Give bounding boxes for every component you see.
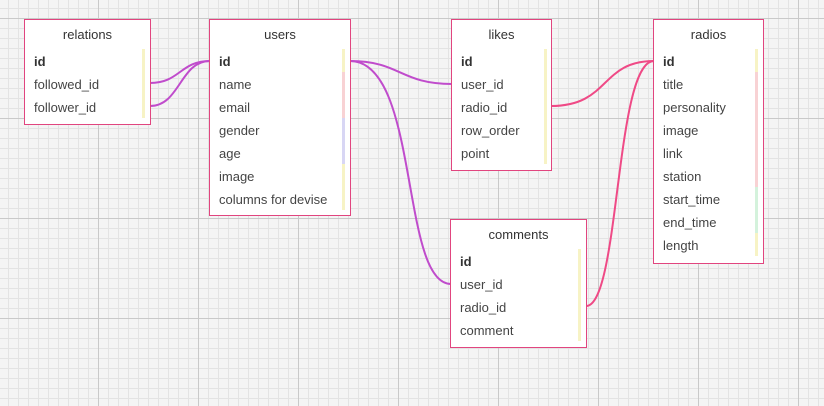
table-title: relations (62, 27, 113, 42)
column-id: id (663, 54, 675, 69)
table-radios[interactable]: radios id title personality image link s… (653, 19, 764, 264)
table-title: users (264, 27, 296, 42)
column-type-bar (342, 72, 345, 118)
column-type-bar (342, 49, 345, 72)
column-title: title (663, 77, 684, 92)
column-type-bar (578, 249, 581, 341)
column-user-id: user_id (460, 277, 503, 292)
column-point: point (461, 146, 490, 161)
column-end-time: end_time (663, 215, 717, 230)
column-radio-id: radio_id (461, 100, 508, 115)
column-image: image (219, 169, 255, 184)
column-comment: comment (460, 323, 514, 338)
column-row-order: row_order (461, 123, 520, 138)
column-radio-id: radio_id (460, 300, 507, 315)
column-type-bar (342, 164, 345, 210)
column-id: id (460, 254, 472, 269)
column-type-bar (142, 49, 145, 118)
link-users-id-to-likes-user-id (349, 60, 453, 85)
column-type-bar (755, 187, 758, 233)
column-length: length (663, 238, 699, 253)
link-likes-radio-id-to-radios-id (550, 60, 655, 107)
column-email: email (219, 100, 251, 115)
table-likes[interactable]: likes id user_id radio_id row_order poin… (451, 19, 552, 171)
link-users-id-to-comments-user-id (349, 60, 452, 285)
column-id: id (219, 54, 231, 69)
column-id: id (461, 54, 473, 69)
table-comments[interactable]: comments id user_id radio_id comment (450, 219, 587, 348)
column-type-bar (544, 49, 547, 164)
column-id: id (34, 54, 46, 69)
link-relations-followed-to-users-id (149, 60, 211, 84)
column-followed-id: followed_id (34, 77, 100, 92)
column-type-bar (755, 49, 758, 72)
column-start-time: start_time (663, 192, 721, 207)
column-type-bar (342, 118, 345, 164)
table-title: radios (690, 27, 727, 42)
table-title: likes (488, 27, 515, 42)
column-name: name (219, 77, 252, 92)
link-relations-follower-to-users-id (149, 60, 211, 107)
column-personality: personality (663, 100, 726, 115)
table-relations[interactable]: relations id followed_id follower_id (24, 19, 151, 125)
column-type-bar (755, 233, 758, 256)
column-link: link (663, 146, 683, 161)
column-columns-for-devise: columns for devise (219, 192, 328, 207)
column-image: image (663, 123, 699, 138)
table-users[interactable]: users id name email gender age image col… (209, 19, 351, 216)
table-title: comments (488, 227, 549, 242)
column-follower-id: follower_id (34, 100, 97, 115)
column-age: age (219, 146, 241, 161)
link-comments-radio-id-to-radios-id (585, 60, 655, 307)
column-station: station (663, 169, 702, 184)
column-gender: gender (219, 123, 260, 138)
column-user-id: user_id (461, 77, 504, 92)
column-type-bar (755, 72, 758, 187)
